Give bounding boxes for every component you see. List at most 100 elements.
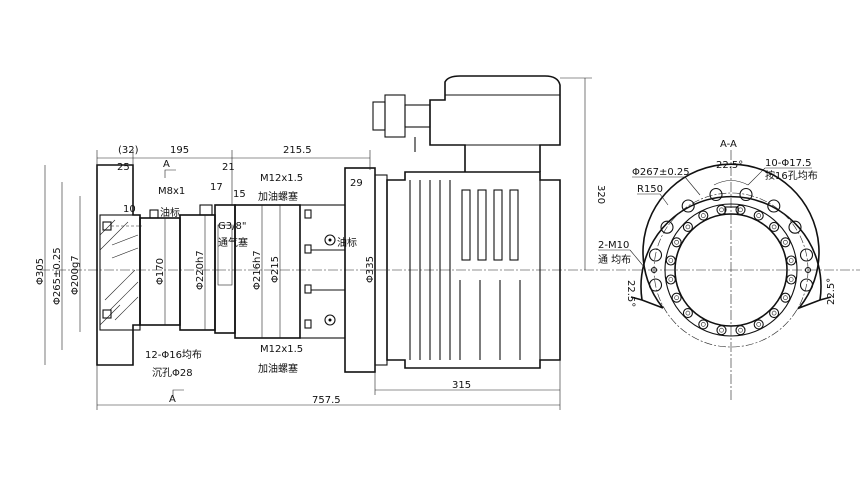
vent-plug: 通气塞	[218, 236, 248, 249]
inner-bolt-icon	[780, 237, 791, 248]
inner-bolt-icon	[753, 210, 764, 221]
radius-label: R150	[637, 184, 663, 195]
inner-bolt-core-icon	[700, 213, 706, 218]
dia-265: Φ265±0.25	[52, 247, 63, 305]
output-flange	[96, 164, 142, 366]
flange-hole-icon	[739, 187, 753, 202]
inner-bolt-core-icon	[771, 224, 777, 230]
inner-bolt-icon	[671, 237, 682, 248]
inner-bolt-core-icon	[668, 277, 674, 282]
inner-bolt-icon	[665, 255, 676, 266]
inner-bolt-icon	[786, 274, 797, 285]
thread-m8: M8x1	[158, 186, 185, 197]
thread-m12-top: M12x1.5	[260, 173, 303, 184]
dim-17: 17	[210, 182, 223, 193]
inner-bolt-core-icon	[756, 322, 762, 327]
inner-bolt-icon	[698, 210, 709, 221]
fill-plug-top: 加油螺塞	[258, 190, 298, 203]
dia-335: Φ335	[365, 256, 376, 283]
dim-32: (32)	[118, 145, 139, 156]
inner-bolt-icon	[682, 308, 693, 319]
inner-bolt-core-icon	[685, 224, 691, 230]
flange-hole-icon	[709, 187, 723, 202]
motor	[344, 75, 561, 373]
section-mark-bottom: A	[169, 394, 176, 405]
dimension-lines	[44, 77, 592, 410]
dia-200: Φ200g7	[70, 255, 81, 295]
inner-bolt-icon	[735, 325, 746, 336]
inner-bolt-core-icon	[783, 295, 788, 301]
inner-bolt-icon	[786, 255, 797, 266]
inner-bolt-icon	[682, 221, 693, 232]
inner-bolt-core-icon	[700, 322, 706, 327]
side-view-labels: (32) 195 215.5 25 A 21 M12x1.5 加油螺塞 M8x1…	[35, 145, 606, 406]
flange-hole-icon	[648, 278, 663, 292]
flange-hole-icon	[767, 199, 781, 213]
inner-bolt-core-icon	[719, 327, 724, 333]
flange-hole-icon	[648, 248, 663, 262]
oil-gauge-left: 油标	[160, 206, 180, 219]
inner-bolt-icon	[716, 325, 727, 336]
inner-bolt-icon	[753, 319, 764, 330]
inner-bolt-core-icon	[788, 258, 794, 263]
inner-bolt-core-icon	[771, 310, 777, 316]
inner-bolt-core-icon	[783, 240, 788, 245]
holes-note: 12-Φ16均布	[145, 349, 202, 361]
inner-bolt-icon	[769, 221, 780, 232]
section-view-labels: A-A Φ267±0.25 22.5° 10-Φ17.5 按16孔均布 R150…	[598, 139, 837, 307]
fill-plug-bottom: 加油螺塞	[258, 362, 298, 375]
inner-bolt-icon	[780, 292, 791, 303]
thread-m12-bottom: M12x1.5	[260, 344, 303, 355]
inner-bolt-core-icon	[668, 258, 674, 263]
flange-hole-icon	[799, 248, 814, 262]
dim-21: 21	[222, 162, 235, 173]
holes-label: 10-Φ17.5	[765, 158, 811, 169]
section-mark-top: A	[163, 159, 170, 170]
angle-top: 22.5°	[716, 160, 743, 171]
flange-hole-icon	[681, 199, 695, 213]
dim-25: 25	[117, 162, 130, 173]
flange-hole-icon	[799, 278, 814, 292]
inner-bolt-icon	[698, 319, 709, 330]
inner-bolt-icon	[671, 292, 682, 303]
inner-bolt-core-icon	[685, 310, 691, 316]
dim-195: 195	[170, 145, 189, 156]
dim-29: 29	[350, 178, 363, 189]
dia-305: Φ305	[35, 258, 46, 285]
dim-15: 15	[233, 189, 246, 200]
inner-bolt-core-icon	[756, 213, 762, 218]
dim-315: 315	[452, 380, 471, 391]
inner-bolt-core-icon	[674, 240, 679, 245]
dia-216: Φ216h7	[252, 250, 263, 290]
height-320: 320	[595, 185, 606, 204]
inner-bolt-core-icon	[674, 295, 679, 301]
section-a-a-view	[600, 150, 860, 400]
mounting-holes	[648, 187, 814, 336]
flange-hole-icon	[788, 220, 802, 234]
dim-215-5: 215.5	[283, 145, 312, 156]
holes-pattern: 按16孔均布	[765, 169, 818, 182]
dia-220: Φ220h7	[195, 250, 206, 290]
angle-right: 22.5°	[826, 278, 837, 305]
inner-bolt-icon	[665, 274, 676, 285]
angle-left: 22.5°	[625, 280, 636, 307]
inner-bolt-icon	[716, 204, 727, 215]
gearbox-body	[139, 204, 346, 339]
flange-hole-icon	[660, 220, 674, 234]
dim-10: 10	[123, 204, 136, 215]
tapped-note: 通 均布	[598, 254, 631, 266]
dia-215: Φ215	[270, 256, 281, 283]
tapped-hole-icon	[804, 266, 812, 274]
inner-bolt-icon	[735, 204, 746, 215]
inner-bolt-icon	[769, 308, 780, 319]
inner-bolt-core-icon	[788, 277, 794, 282]
section-title: A-A	[720, 139, 737, 150]
inner-bolt-core-icon	[719, 207, 724, 213]
oil-gauge-right: 油标	[337, 236, 357, 249]
dia-170: Φ170	[155, 258, 166, 285]
counterbore-note: 沉孔Φ28	[152, 366, 193, 379]
vent-thread: G3/8"	[218, 221, 246, 232]
pcd-label: Φ267±0.25	[632, 167, 690, 178]
